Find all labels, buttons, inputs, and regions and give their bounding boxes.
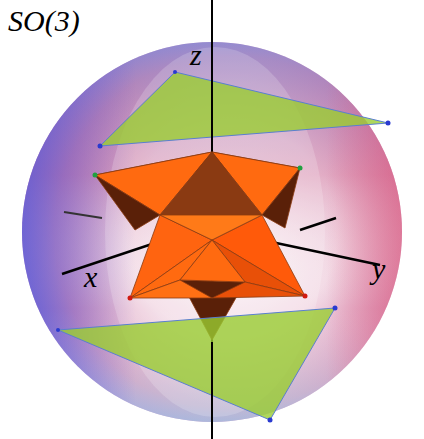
- axis-label: z: [190, 40, 202, 70]
- group-name: SO(3): [8, 6, 80, 36]
- stellated-octahedron: [95, 152, 305, 340]
- axis-label: x: [84, 262, 97, 292]
- axis-label: y: [372, 254, 385, 284]
- axis-segment: [64, 212, 102, 218]
- green-triangle: [58, 308, 335, 420]
- axis-segment: [300, 218, 336, 230]
- z-axis-lower: [211, 342, 213, 439]
- green-triangle: [100, 72, 388, 146]
